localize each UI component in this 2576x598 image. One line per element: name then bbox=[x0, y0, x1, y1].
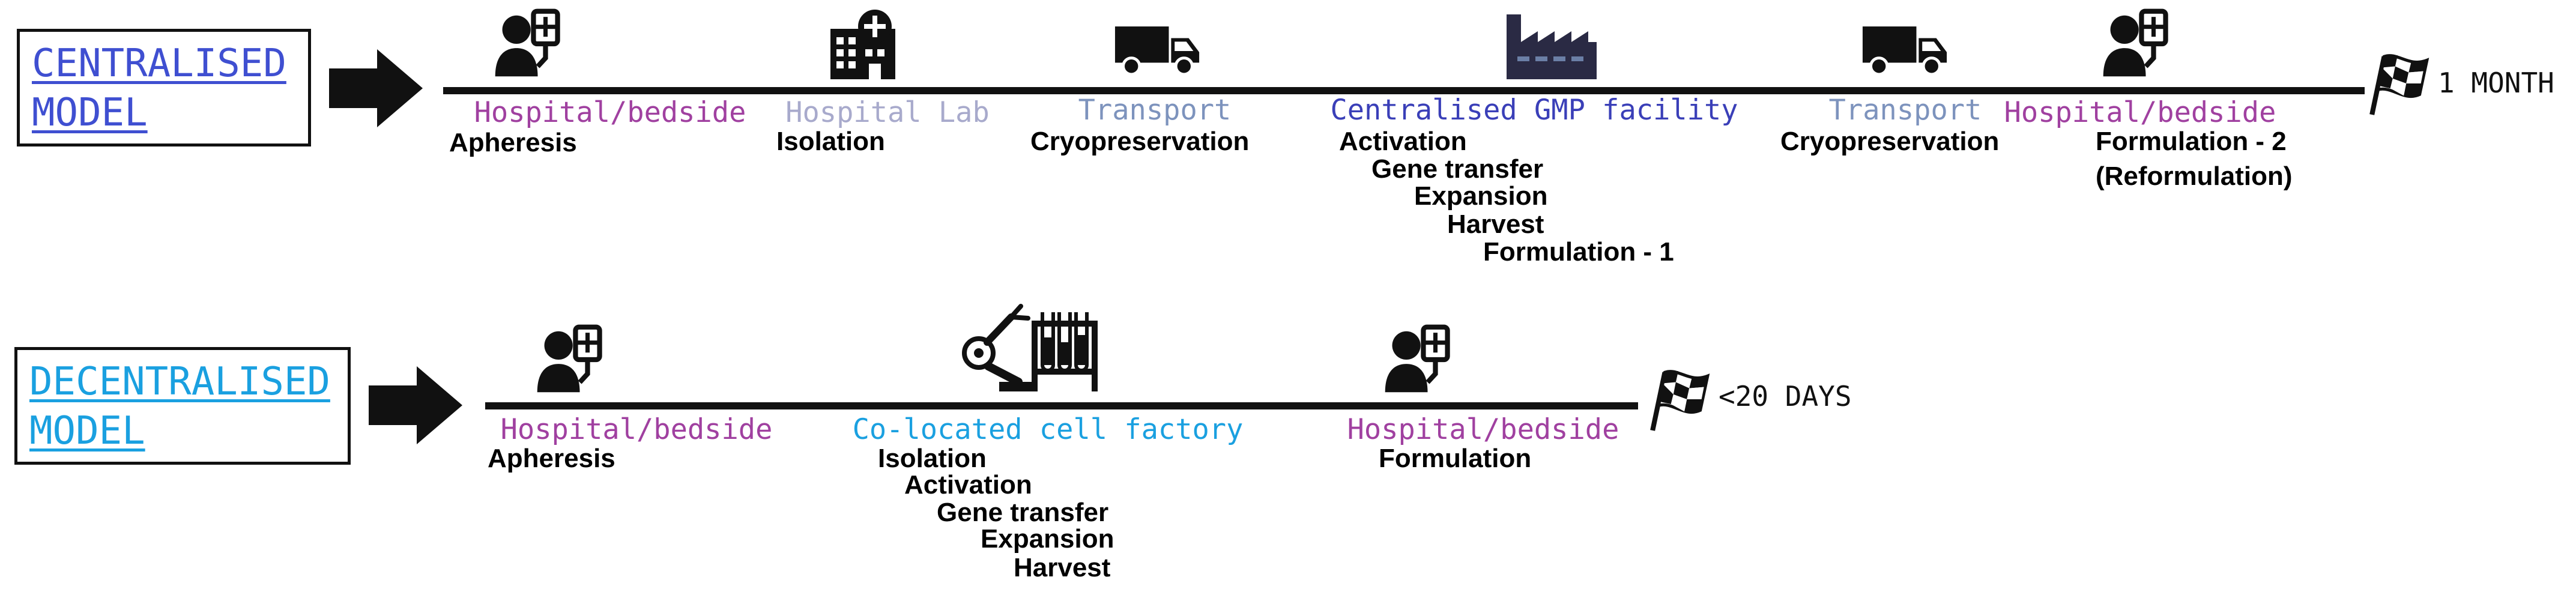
patient-iv-icon bbox=[1382, 324, 1453, 395]
decentralised-model-box: DECENTRALISED MODEL bbox=[14, 347, 351, 465]
centralised-model-label-line2: MODEL bbox=[32, 91, 148, 135]
hospital-building-icon bbox=[826, 8, 900, 79]
step-formulation-1: Formulation - 1 bbox=[1483, 237, 1674, 267]
checkered-flag-icon bbox=[2366, 50, 2433, 118]
step-gene-transfer: Gene transfer bbox=[1371, 154, 1544, 184]
step-harvest: Harvest bbox=[1447, 210, 1544, 239]
step-harvest: Harvest bbox=[1014, 553, 1111, 582]
decentralised-location-hospital-1: Hospital/bedside bbox=[500, 413, 773, 446]
factory-icon bbox=[1504, 8, 1599, 80]
decentralised-location-cell-factory: Co-located cell factory bbox=[852, 413, 1244, 446]
decentralised-model-label-line2: MODEL bbox=[29, 409, 145, 453]
arrow-right-icon bbox=[364, 363, 466, 448]
step-formulation: Formulation bbox=[1379, 444, 1532, 473]
centralised-location-hospital-1: Hospital/bedside bbox=[474, 96, 746, 129]
step-apheresis: Apheresis bbox=[449, 128, 577, 157]
step-cryopreservation: Cryopreservation bbox=[1780, 127, 2000, 156]
centralised-location-hospital-lab: Hospital Lab bbox=[785, 96, 990, 129]
step-isolation: Isolation bbox=[776, 127, 885, 156]
step-isolation: Isolation bbox=[878, 444, 987, 473]
step-formulation-2: Formulation - 2 bbox=[2096, 127, 2287, 156]
step-reformulation: (Reformulation) bbox=[2096, 162, 2293, 191]
centralised-model-box: CENTRALISED MODEL bbox=[17, 29, 311, 146]
step-gene-transfer: Gene transfer bbox=[937, 498, 1109, 527]
step-expansion: Expansion bbox=[1414, 181, 1548, 211]
robot-arm-test-tubes-icon bbox=[961, 300, 1102, 394]
patient-iv-icon bbox=[534, 324, 605, 395]
centralised-location-hospital-2: Hospital/bedside bbox=[2004, 96, 2276, 129]
step-activation: Activation bbox=[1339, 127, 1467, 156]
patient-iv-icon bbox=[492, 8, 563, 79]
step-activation: Activation bbox=[904, 470, 1032, 500]
centralised-duration: 1 MONTH bbox=[2438, 67, 2554, 99]
centralised-location-transport-1: Transport bbox=[1078, 94, 1232, 127]
centralised-location-transport-2: Transport bbox=[1828, 94, 1982, 127]
step-apheresis: Apheresis bbox=[488, 444, 615, 473]
decentralised-model-label-line1: DECENTRALISED bbox=[29, 360, 330, 404]
step-expansion: Expansion bbox=[981, 524, 1114, 554]
truck-icon bbox=[1114, 20, 1202, 79]
patient-iv-icon bbox=[2100, 8, 2171, 79]
checkered-flag-icon bbox=[1646, 366, 1714, 433]
centralised-location-gmp-facility: Centralised GMP facility bbox=[1330, 94, 1738, 127]
decentralised-timeline bbox=[485, 402, 1638, 409]
centralised-timeline bbox=[443, 87, 2365, 94]
step-cryopreservation: Cryopreservation bbox=[1030, 127, 1250, 156]
arrow-right-icon bbox=[324, 46, 426, 131]
centralised-model-label-line1: CENTRALISED bbox=[32, 41, 286, 86]
decentralised-location-hospital-2: Hospital/bedside bbox=[1347, 413, 1619, 446]
decentralised-duration: <20 DAYS bbox=[1719, 380, 1852, 412]
truck-icon bbox=[1861, 20, 1949, 79]
